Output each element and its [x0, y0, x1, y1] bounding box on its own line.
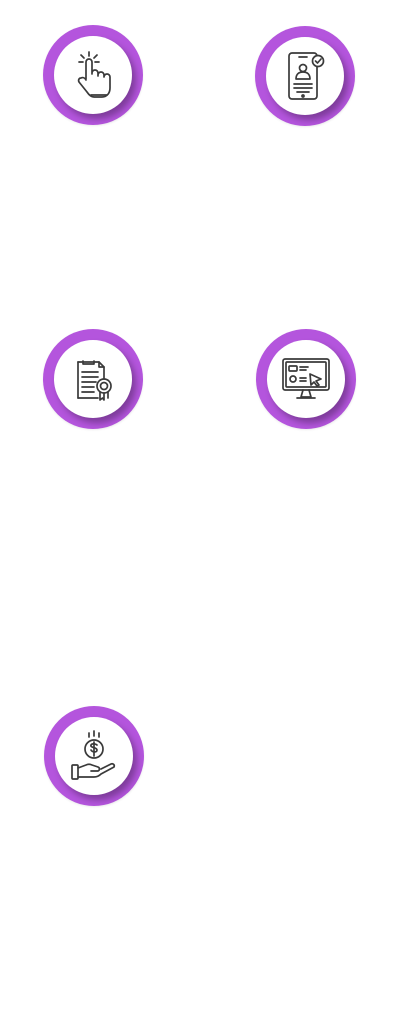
monitor-dashboard-cursor-icon	[282, 358, 330, 399]
hand-holding-dollar-coin-icon	[71, 730, 116, 780]
badge-inner-circle	[54, 340, 132, 418]
mobile-profile-badge[interactable]	[255, 26, 355, 126]
badge-inner-circle	[55, 717, 133, 795]
mobile-profile-verified-icon	[288, 52, 325, 100]
monitor-dashboard-badge[interactable]	[256, 329, 356, 429]
hand-dollar-badge[interactable]	[44, 706, 144, 806]
badge-inner-circle	[267, 340, 345, 418]
tap-hand-badge[interactable]	[43, 25, 143, 125]
certificate-document-icon	[77, 360, 112, 401]
tap-hand-icon	[77, 51, 111, 98]
badge-inner-circle	[54, 36, 132, 114]
badge-inner-circle	[266, 37, 344, 115]
certificate-badge[interactable]	[43, 329, 143, 429]
